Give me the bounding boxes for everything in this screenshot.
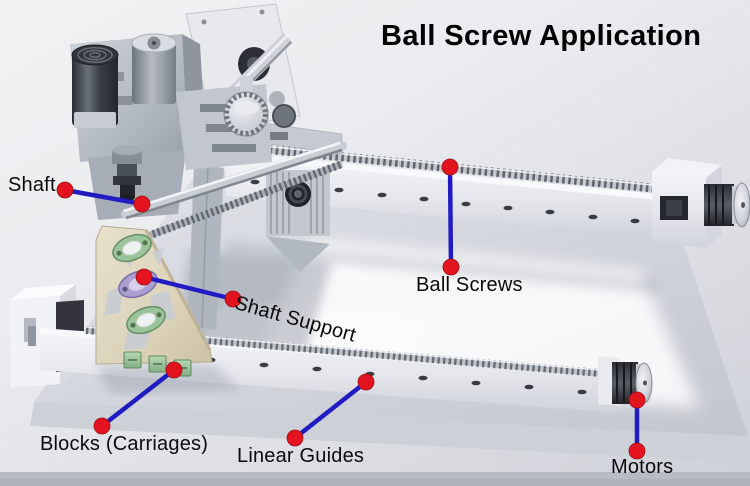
- floor-edge: [0, 472, 750, 486]
- marker-dot: [628, 391, 646, 409]
- leader-shaft: [62, 187, 145, 207]
- marker-dot: [133, 195, 151, 213]
- figure-title: Ball Screw Application: [381, 20, 702, 52]
- marker-dot: [93, 417, 111, 435]
- marker-dots: [56, 158, 646, 460]
- marker-dot: [165, 361, 183, 379]
- shaft-support-plate: [95, 225, 240, 394]
- spindle-nose: [112, 145, 142, 201]
- spindle-motor: [71, 44, 119, 128]
- marker-dot: [442, 258, 460, 276]
- leader-linear-guides: [292, 379, 369, 441]
- marker-dot: [224, 290, 242, 308]
- label-linear-guides: Linear Guides: [237, 445, 365, 467]
- fan-grille-icon: [77, 47, 113, 63]
- label-blocks-carriages: Blocks (Carriages): [40, 433, 209, 455]
- marker-dot: [441, 158, 459, 176]
- leader-shaft-support: [141, 274, 236, 302]
- label-motors: Motors: [611, 456, 674, 478]
- marker-dot: [628, 442, 646, 460]
- leader-ball-screws: [447, 164, 454, 270]
- leader-lines: [62, 164, 640, 454]
- bearing-mount-bottom: [126, 305, 166, 335]
- gantry-shaft-rod: [121, 141, 347, 220]
- leader-blocks: [99, 367, 177, 429]
- marker-dot: [56, 181, 74, 199]
- carriage-blocks: [123, 351, 192, 377]
- gantry-ball-screw: [146, 160, 344, 240]
- label-ball-screws: Ball Screws: [416, 274, 523, 296]
- motor-top-right: [704, 182, 750, 228]
- label-shaft: Shaft: [8, 174, 56, 196]
- marker-dot: [135, 268, 153, 286]
- marker-dot: [286, 429, 304, 447]
- stepper-motor-top: [131, 33, 177, 104]
- hand-wheel-knob: [223, 76, 296, 137]
- bearing-mount-top: [112, 233, 152, 263]
- marker-dot: [357, 373, 375, 391]
